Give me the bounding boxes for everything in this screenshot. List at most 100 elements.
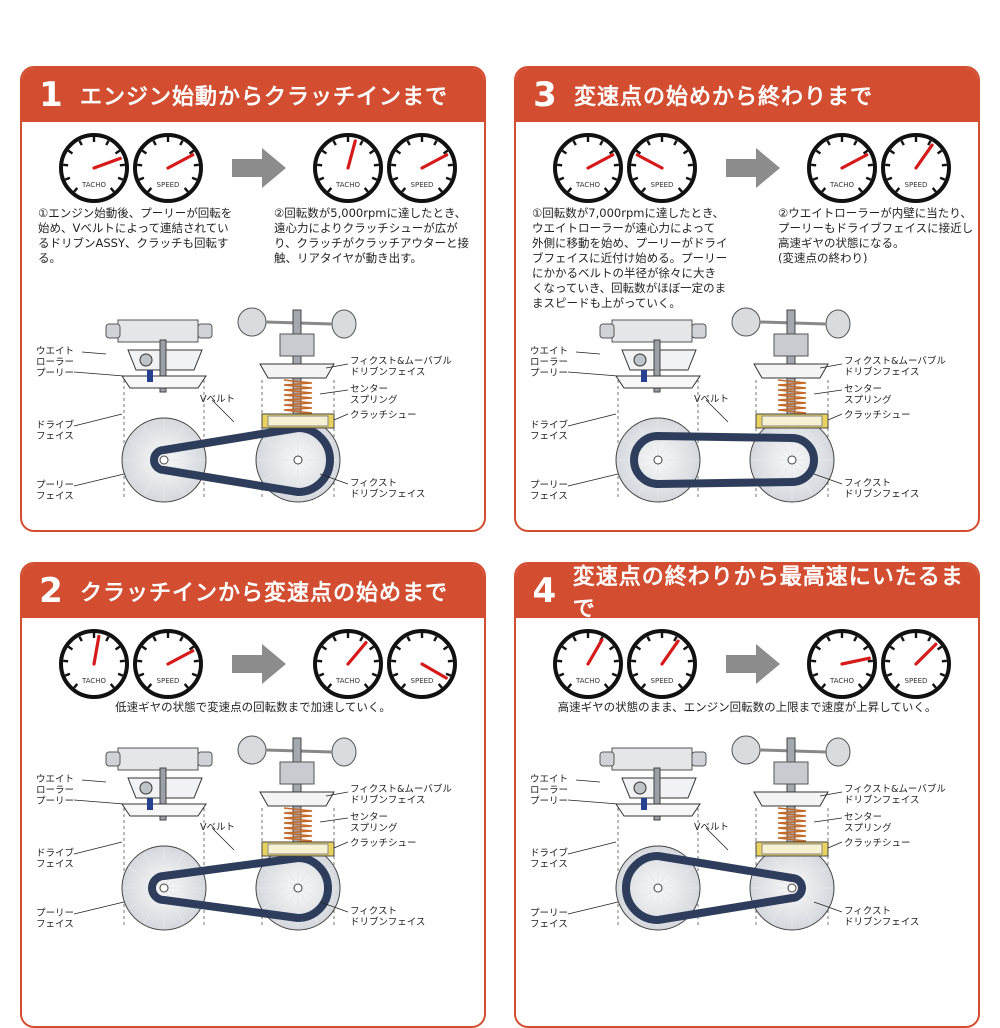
gauge-label: SPEED [904, 181, 928, 189]
tacho-gauge [807, 629, 877, 699]
panel-title: クラッチインから変速点の始めまで [80, 581, 449, 606]
tacho-gauge [59, 133, 129, 203]
label-center-spring: センター スプリング [844, 384, 892, 406]
label-drive-face: ドライブ フェイス [36, 848, 75, 870]
panel-title: 変速点の終わりから最高速にいたるまで [572, 565, 964, 622]
gauge-label: TACHO [575, 181, 601, 189]
step-note: 高速ギヤの状態のまま、エンジン回転数の上限まで速度が上昇していく。 [557, 700, 937, 714]
label-fixed-driven-face: フィクスト ドリブンフェイス [350, 906, 426, 928]
driven-pulley-assembly [731, 307, 851, 429]
label-fixed-driven-face: フィクスト ドリブンフェイス [350, 478, 426, 500]
speed-gauge [627, 629, 697, 699]
label-fixed-movable-driven-face: フィクスト&ムーバブル ドリブンフェイス [350, 784, 452, 806]
label-v-belt: Vベルト [200, 822, 235, 833]
gauge-label: TACHO [829, 677, 855, 685]
panel-body: ①エンジン始動後、プーリーが回転を 始め、Vベルトによって連結されてい るドリブ… [22, 122, 484, 530]
gauge-label: TACHO [335, 677, 361, 685]
panel-title: エンジン始動からクラッチインまで [80, 85, 449, 110]
tacho-gauge [59, 629, 129, 699]
cvt-diagram [567, 307, 851, 503]
label-weight-roller: ウエイト ローラー [36, 346, 75, 368]
step-note-1: ①回転数が7,000rpmに達したとき、 ウエイトローラーが遠心力によって 外側… [532, 206, 728, 310]
speed-gauge [881, 629, 951, 699]
label-clutch-shoe: クラッチシュー [350, 410, 417, 421]
gauge-needle [635, 153, 664, 170]
drive-pulley-assembly [105, 319, 213, 393]
label-pulley: プーリー [36, 796, 75, 807]
panel-3: 3 変速点の始めから終わりまで ①回転数が7,000rpmに達したとき、 ウエイ… [514, 66, 980, 532]
label-pulley-face: プーリー フェイス [36, 908, 75, 930]
v-belt-loop [150, 424, 334, 496]
driven-pulley-assembly [731, 735, 851, 857]
step-note-1: ①エンジン始動後、プーリーが回転を 始め、Vベルトによって連結されてい るドリブ… [38, 206, 233, 265]
panel-1: 1 エンジン始動からクラッチインまで ①エンジン始動後、プーリーが回転を 始め、… [20, 66, 486, 532]
label-center-spring: センター スプリング [844, 812, 892, 834]
gauge-needle [660, 639, 680, 666]
tacho-gauge [313, 133, 383, 203]
tacho-gauge [553, 629, 623, 699]
gauge-needle [914, 143, 934, 170]
right-arrow-icon [232, 644, 286, 684]
panel-4: 4 変速点の終わりから最高速にいたるまで 高速ギヤの状態のまま、エンジン回転数の… [514, 562, 980, 1028]
gauge-label: TACHO [575, 677, 601, 685]
speed-gauge [881, 133, 951, 203]
label-weight-roller: ウエイト ローラー [530, 346, 569, 368]
label-weight-roller: ウエイト ローラー [530, 774, 569, 796]
label-drive-face: ドライブ フェイス [530, 848, 569, 870]
gauge-label: TACHO [81, 677, 107, 685]
gauge-label: TACHO [829, 181, 855, 189]
panel-header: 4 変速点の終わりから最高速にいたるまで [516, 564, 978, 622]
tacho-gauge [553, 133, 623, 203]
label-fixed-movable-driven-face: フィクスト&ムーバブル ドリブンフェイス [844, 784, 946, 806]
label-fixed-movable-driven-face: フィクスト&ムーバブル ドリブンフェイス [350, 356, 452, 378]
panel-number: 1 [39, 75, 63, 115]
label-pulley: プーリー [530, 796, 569, 807]
cvt-diagram [73, 307, 357, 503]
cvt-diagram [73, 735, 357, 931]
speed-gauge [133, 629, 203, 699]
gauge-label: SPEED [650, 677, 674, 685]
gauge-needle [92, 634, 101, 666]
gauge-needle [586, 638, 604, 666]
gauge-label: SPEED [156, 677, 180, 685]
label-fixed-driven-face: フィクスト ドリブンフェイス [844, 906, 920, 928]
gauge-label: SPEED [650, 181, 674, 189]
step-note: 低速ギヤの状態で変速点の回転数まで加速していく。 [115, 700, 391, 714]
cvt-diagram [567, 735, 851, 931]
right-arrow-icon [726, 148, 780, 188]
label-drive-face: ドライブ フェイス [36, 420, 75, 442]
label-clutch-shoe: クラッチシュー [844, 410, 911, 421]
label-fixed-driven-face: フィクスト ドリブンフェイス [844, 478, 920, 500]
label-v-belt: Vベルト [694, 394, 729, 405]
panel-body: 低速ギヤの状態で変速点の回転数まで加速していく。 TACHO SPEED TACHO… [22, 618, 484, 1026]
right-arrow-icon [232, 148, 286, 188]
panel-header: 2 クラッチインから変速点の始めまで [22, 564, 484, 618]
gauge-needle [586, 153, 615, 170]
label-center-spring: センター スプリング [350, 812, 398, 834]
panel-header: 3 変速点の始めから終わりまで [516, 68, 978, 122]
tacho-gauge [313, 629, 383, 699]
panel-body: 高速ギヤの状態のまま、エンジン回転数の上限まで速度が上昇していく。 TACHO S… [516, 618, 978, 1026]
label-pulley-face: プーリー フェイス [530, 480, 569, 502]
label-drive-face: ドライブ フェイス [530, 420, 569, 442]
label-clutch-shoe: クラッチシュー [350, 838, 417, 849]
panel-number: 4 [532, 571, 557, 611]
driven-pulley-assembly [237, 735, 357, 857]
label-clutch-shoe: クラッチシュー [844, 838, 911, 849]
drive-pulley-assembly [105, 747, 213, 821]
drive-pulley-assembly [599, 319, 707, 393]
panel-number: 3 [533, 75, 557, 115]
gauge-label: TACHO [335, 181, 361, 189]
gauge-needle [420, 153, 449, 170]
panel-title: 変速点の始めから終わりまで [574, 85, 874, 110]
driven-pulley-assembly [237, 307, 357, 429]
gauge-label: SPEED [904, 677, 928, 685]
speed-gauge [387, 629, 457, 699]
speed-gauge [627, 133, 697, 203]
right-arrow-icon [726, 644, 780, 684]
label-center-spring: センター スプリング [350, 384, 398, 406]
panel-body: ①回転数が7,000rpmに達したとき、 ウエイトローラーが遠心力によって 外側… [516, 122, 978, 530]
drive-pulley-assembly [599, 747, 707, 821]
speed-gauge [387, 133, 457, 203]
tacho-gauge [807, 133, 877, 203]
